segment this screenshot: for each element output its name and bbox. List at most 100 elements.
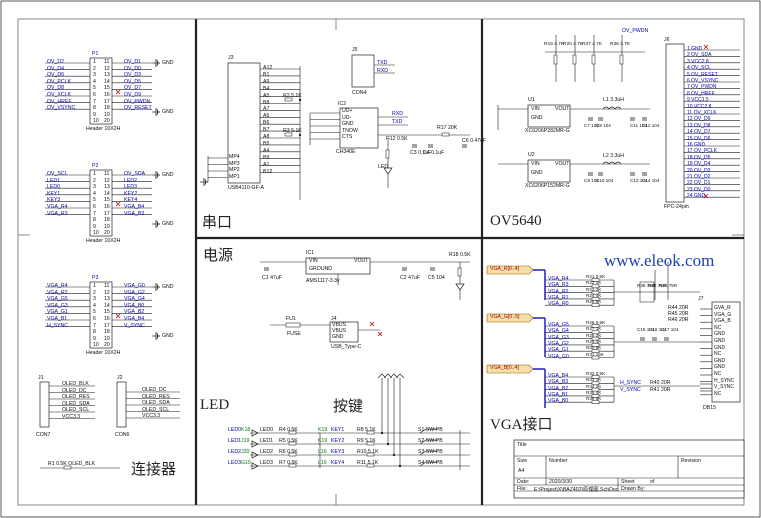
pin-name: A9	[263, 78, 270, 85]
resistor-symbol	[591, 297, 600, 301]
net-label: OLED_BLK	[62, 381, 89, 387]
pin-number: 12	[104, 289, 110, 296]
pin-number: 6	[93, 204, 96, 210]
component-ref: J3	[228, 55, 234, 61]
vga-net: VGA_G5	[548, 322, 569, 328]
part-label: R45 20R	[668, 311, 689, 317]
resistor-label: R11 5.1K	[357, 460, 379, 466]
component-name: XC6206P282MR-G	[525, 128, 570, 134]
sync-net: H_SYNC	[620, 380, 642, 386]
gnd-label: GND	[162, 284, 174, 290]
led-symbol	[455, 283, 465, 291]
component-name: CH340E	[336, 149, 356, 155]
pin-name: A8	[263, 134, 270, 140]
pin-name: V_SYNC	[714, 384, 735, 391]
vga-db15-body	[711, 301, 741, 403]
resistor-symbol	[591, 303, 600, 308]
component-name: USB4110-GF-A	[228, 185, 264, 191]
net-label-left: KEY1	[47, 190, 61, 197]
key-net: KEY2	[331, 438, 345, 444]
resistor-label: R1 0.5K OLED_BLK	[48, 461, 96, 467]
bus-label: VGA_G[0..5]	[490, 314, 520, 320]
net-label-left: VGA_R3	[47, 210, 68, 217]
net-label: VCC3.3	[142, 413, 161, 419]
pin-number: 6	[93, 92, 96, 98]
pin-name: GND	[714, 357, 726, 364]
pin-number: 9	[93, 223, 96, 230]
resistor-symbol	[441, 132, 450, 137]
vga-net: VGA_B3	[548, 379, 569, 386]
header-body	[89, 169, 113, 237]
part-label: C4 0.1uF	[423, 150, 445, 156]
switch-label: S3 SW-PB	[418, 449, 443, 455]
net-label-right: OV_D7	[124, 85, 142, 92]
resistor-symbol	[591, 355, 600, 360]
part-label: L2 3.3uH	[603, 153, 625, 159]
pin-number: 2	[93, 65, 96, 72]
header-name: Header 10X2H	[86, 126, 121, 132]
bus-port	[486, 364, 534, 374]
regulator-body	[527, 104, 571, 128]
pin-number: 4	[93, 190, 96, 197]
part-label: C10 104	[596, 178, 614, 183]
section-title-ov5640: OV5640	[490, 213, 542, 229]
resistor-symbol	[284, 132, 293, 137]
net-label-right: OV_D1	[124, 59, 142, 65]
led-ref: LED1	[260, 438, 273, 444]
pin-number: 3	[93, 296, 96, 303]
component-name: FUSE	[287, 331, 301, 337]
net-label-right: VGA_B0	[124, 302, 145, 309]
header-ref: P3	[92, 275, 99, 281]
pin-number: 8	[93, 105, 96, 112]
header-body	[89, 57, 113, 125]
title-label: Sheet	[621, 479, 635, 485]
title-value: 2020/3/30	[549, 479, 573, 485]
resistor-label: R28 2K	[586, 332, 602, 338]
section-title-led: LED	[200, 397, 230, 413]
part-label: R44 20R	[668, 305, 689, 311]
fpc-pin-label: 12 OV_D9	[687, 116, 711, 123]
bus-label: VGA_R[0..4]	[490, 266, 520, 272]
pin-number: 15	[104, 197, 110, 204]
header-ref: P1	[92, 51, 99, 57]
junction-dot	[380, 431, 384, 435]
title-value: E:\Project\X\BAZ402\原理图.SchDoc	[534, 487, 619, 493]
usb-connector-body	[227, 62, 261, 184]
section-title-vga: VGA接口	[490, 417, 553, 433]
net-label: OLED_SDA	[62, 400, 90, 407]
pin-name: B9	[263, 154, 270, 161]
resistor-symbol	[591, 278, 600, 282]
resistor-label: R4 0.5K	[279, 427, 298, 433]
pin-number: 14	[104, 78, 110, 85]
no-connect-mark	[115, 89, 121, 95]
no-connect-mark	[703, 44, 709, 50]
net-label-left: OV_D8	[47, 85, 65, 92]
pin-number: 7	[93, 98, 96, 105]
pin-number: 2	[93, 177, 96, 184]
resistor-symbol	[288, 452, 297, 457]
pin-name: GROUND	[309, 266, 333, 272]
net-label-left: OV_HREF	[47, 98, 72, 105]
header-name: Header 10X2H	[86, 350, 121, 356]
led-net: LED2	[228, 449, 241, 455]
component-name: CON4	[352, 90, 367, 96]
pin-name: GND	[531, 115, 543, 121]
pin-name: GND	[714, 338, 726, 344]
component-ref: U2	[528, 152, 535, 158]
part-label: R12 0.5K	[386, 136, 408, 142]
inductor-symbol	[602, 161, 622, 165]
fpc-pin-label: 7 OV_PWDN	[687, 84, 717, 91]
fpc-pin-label: 20 OV_D3	[687, 167, 711, 174]
pin-name: GND	[714, 364, 726, 371]
led-ref: LED3	[260, 460, 273, 466]
net-label-right: OV_PWDN	[124, 98, 151, 105]
pin-number: 11	[104, 59, 110, 65]
junction-dot	[298, 98, 302, 102]
net-label-left: VGA_G3	[47, 302, 68, 309]
net-label-left: OV_SCL	[47, 171, 68, 177]
pin-name: VBUS	[332, 322, 347, 328]
net-label-left: OV_XCLK	[47, 92, 71, 98]
fpc-pin-label: 2 OV_SDA	[687, 52, 712, 59]
resistor-symbol	[591, 375, 600, 379]
